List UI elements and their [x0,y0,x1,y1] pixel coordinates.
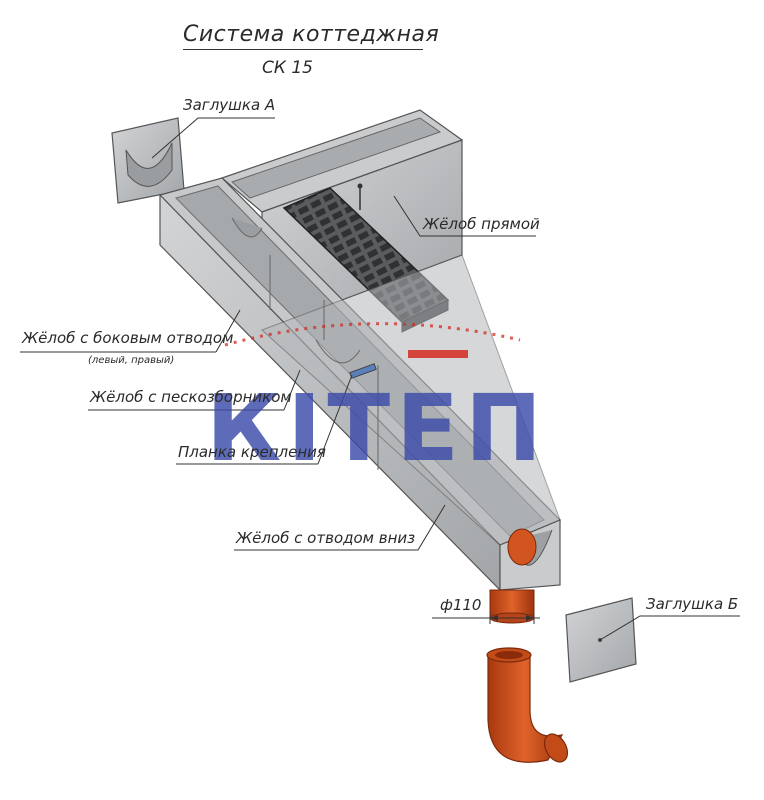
label-side-outlet-note: (левый, правый) [88,355,175,366]
label-bottom-outlet-channel: Жёлоб с отводом вниз [236,529,416,547]
cap-b-part [565,597,637,683]
diameter-dimension [432,612,540,624]
label-diameter: ф110 [440,596,482,614]
label-cap-a: Заглушка А [183,96,276,114]
watermark-arc [224,322,521,347]
watermark-accent-bar [408,350,468,358]
label-sand-trap-channel: Жёлоб с пескозборником [90,388,292,406]
title-underline [183,49,423,50]
watermark-text: КІТЕП [206,375,548,482]
label-mounting-strip: Планка крепления [178,443,326,461]
diagram-title: Система коттеджная [183,22,440,47]
label-cap-b: Заглушка Б [646,595,739,613]
elbow-pipe-part [486,647,569,763]
cap-a-part [111,117,185,204]
diagonal-channel-line [158,177,562,592]
diagram-subtitle: СК 15 [262,58,313,78]
label-side-outlet-channel: Жёлоб с боковым отводом [22,329,234,347]
label-straight-channel: Жёлоб прямой [423,215,540,233]
watermark-logo: КІТЕП [206,322,548,482]
leader-lines [20,117,740,641]
